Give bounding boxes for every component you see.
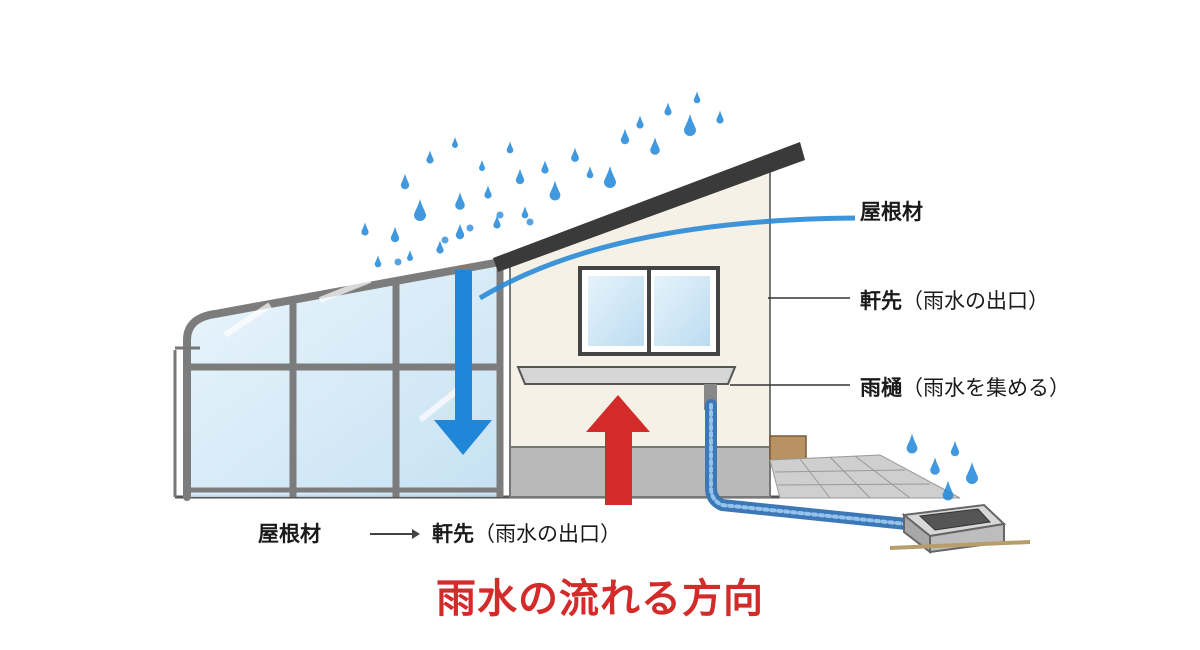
raindrop-icon: [452, 137, 458, 148]
flow-to-label: 軒先（雨水の出口）: [432, 518, 621, 548]
flow-to-note: （雨水の出口）: [474, 522, 621, 546]
raindrop-icon: [693, 91, 701, 104]
raindrop-icon: [950, 440, 960, 457]
sunroom-structure: [173, 258, 504, 501]
splash-dot: [441, 236, 449, 244]
raindrop-icon: [684, 114, 696, 136]
raindrop-icon: [650, 137, 660, 155]
splash-dot: [466, 224, 474, 232]
raindrop-icon: [436, 240, 444, 254]
raindrop-icon: [400, 173, 410, 190]
raindrop-icon: [521, 206, 529, 219]
raindrop-icon: [942, 480, 954, 501]
raindrop-icon: [636, 115, 644, 129]
raindrop-icon: [506, 141, 514, 154]
right-arrow-icon: [370, 529, 420, 539]
raindrop-icon: [479, 160, 485, 171]
raindrop-icon: [455, 223, 465, 240]
raindrop-icon: [716, 110, 724, 124]
raindrop-icon: [966, 462, 978, 484]
roof-material-label: 屋根材: [860, 200, 923, 224]
gutter-label-main: 雨樋: [860, 376, 902, 400]
splash-dot: [496, 211, 504, 219]
house-window: [578, 266, 720, 356]
raindrop-icon: [664, 102, 672, 116]
raindrop-icon: [604, 166, 616, 188]
roof-board: [493, 142, 805, 272]
raindrop-icon: [620, 128, 630, 145]
raindrops: [361, 91, 978, 501]
gutter-label: 雨樋（雨水を集める）: [860, 372, 1070, 402]
raindrop-icon: [571, 147, 579, 162]
paving: [769, 454, 961, 499]
raindrop-icon: [414, 199, 426, 221]
gutter-label-note: （雨水を集める）: [902, 376, 1070, 400]
raindrop-icon: [930, 457, 940, 475]
raindrop-icon: [586, 166, 594, 179]
drain-basin: [889, 503, 1031, 555]
eaves-label-main: 軒先: [860, 289, 902, 313]
up-arrow-icon: [586, 395, 650, 505]
raindrop-icon: [493, 215, 501, 229]
wall-box: [769, 435, 807, 463]
diagram-title: 雨水の流れる方向: [436, 576, 764, 622]
flow-from-label: 屋根材: [258, 522, 321, 546]
eaves-label-note: （雨水の出口）: [902, 289, 1049, 313]
eaves-label: 軒先（雨水の出口）: [860, 285, 1049, 315]
raindrop-icon: [361, 222, 369, 236]
raindrop-icon: [426, 150, 434, 164]
raindrop-icon: [484, 185, 492, 199]
raindrop-icon: [390, 226, 400, 243]
roof-flow-line: [478, 215, 856, 301]
raindrop-icon: [906, 433, 918, 454]
raindrop-icon: [515, 168, 525, 185]
down-arrow-icon: [434, 270, 492, 455]
raindrop-icon: [549, 180, 561, 201]
raindrop-icon: [374, 255, 382, 268]
flow-to-main: 軒先: [432, 522, 474, 546]
splash-dot: [394, 258, 402, 266]
splash-dot: [526, 218, 534, 226]
raindrop-icon: [455, 192, 465, 210]
raindrop-icon: [407, 250, 413, 261]
raindrop-icon: [541, 160, 549, 174]
